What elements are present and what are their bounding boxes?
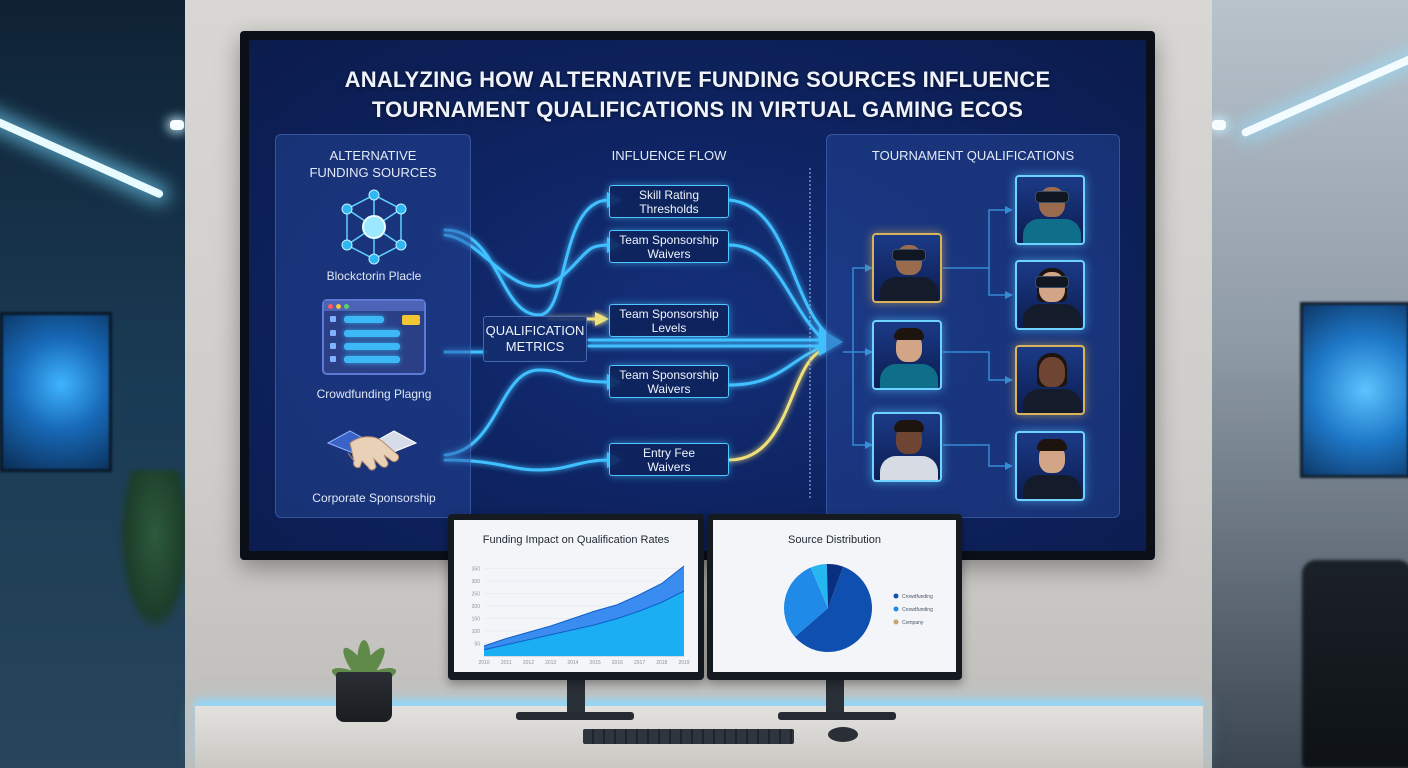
qualification-metrics-node: QUALIFICATION METRICS [483,316,587,362]
left-desk-monitor: Funding Impact on Qualification Rates 35… [448,514,704,680]
influence-box-entry-fee-waivers: Entry Fee Waivers [609,443,729,476]
player-avatar [1015,175,1085,245]
handshake-icon [324,421,420,481]
right-office-background [1212,0,1408,768]
background-wall-screen [1300,302,1408,478]
legend-label: Crowdfunding [902,594,933,600]
background-plant [120,470,185,630]
y-tick-label: 350 [472,567,481,573]
player-avatar [872,320,942,390]
legend-swatch [894,594,899,599]
y-tick-label: 300 [472,579,481,585]
legend-swatch [894,607,899,612]
influence-box-line2: Waivers [619,382,718,396]
left-office-background [0,0,185,768]
x-tick-label: 2016 [612,660,623,666]
ceiling-light-strip [1240,49,1408,138]
x-tick-label: 2012 [523,660,534,666]
monitor-stand-base [778,712,896,720]
browser-window-icon [322,299,426,375]
y-tick-label: 250 [472,592,481,598]
influence-box-line2: Waivers [643,460,695,474]
y-tick-label: 50 [474,642,480,648]
x-tick-label: 2013 [545,660,556,666]
funding-sources-heading-line2: FUNDING SOURCES [276,164,470,181]
ceiling-spotlight [170,120,184,130]
player-avatar [1015,260,1085,330]
wall-display: ANALYZING HOW ALTERNATIVE FUNDING SOURCE… [240,31,1155,560]
legend-label: Crowdfunding [902,607,933,613]
player-avatar [1015,431,1085,501]
blockchain-network-icon [329,187,419,267]
x-tick-label: 2011 [501,660,512,666]
influence-box-team-sponsorship-levels: Team Sponsorship Levels [609,304,729,337]
x-tick-label: 2010 [478,660,489,666]
funding-impact-area-chart: 350 300 250 200 150 100 50 2010 2011 2012 2013 2014… [454,520,698,672]
flow-divider-line [809,168,811,498]
tournament-qualifications-panel: TOURNAMENT QUALIFICATIONS [826,134,1120,518]
qualification-metrics-line1: QUALIFICATION [486,323,585,339]
plant-pot [336,672,392,722]
office-chair [1302,560,1408,768]
qualification-metrics-line2: METRICS [486,339,585,355]
x-tick-label: 2017 [634,660,645,666]
y-tick-label: 100 [472,629,481,635]
x-tick-label: 2014 [567,660,578,666]
mouse [828,727,858,742]
player-avatar [872,412,942,482]
y-tick-label: 150 [472,617,481,623]
tournament-qualifications-heading: TOURNAMENT QUALIFICATIONS [827,147,1119,164]
influence-box-line2: Thresholds [639,202,699,216]
wall-display-screen: ANALYZING HOW ALTERNATIVE FUNDING SOURCE… [249,40,1146,551]
background-wall-screen [0,312,112,472]
influence-box-line1: Team Sponsorship [619,307,718,321]
funding-sources-panel: ALTERNATIVE FUNDING SOURCES Blockctorin … [275,134,471,518]
influence-box-team-sponsorship-waivers-2: Team Sponsorship Waivers [609,365,729,398]
ceiling-spotlight [1212,120,1226,130]
influence-box-line1: Skill Rating [639,188,699,202]
influence-box-line1: Team Sponsorship [619,233,718,247]
funding-sources-heading-line1: ALTERNATIVE [276,147,470,164]
x-tick-label: 2015 [590,660,601,666]
influence-box-team-sponsorship-waivers: Team Sponsorship Waivers [609,230,729,263]
influence-box-skill-rating: Skill Rating Thresholds [609,185,729,218]
ceiling-light-strip [0,110,164,199]
x-tick-label: 2019 [678,660,689,666]
funding-source-label-crowdfunding: Crowdfunding Plagng [276,387,472,401]
funding-source-label-corporate: Corporate Sponsorship [276,491,472,505]
x-tick-label: 2018 [656,660,667,666]
y-tick-label: 200 [472,604,481,610]
player-avatar [872,233,942,303]
legend-swatch [894,620,899,625]
monitor-stand [826,676,844,712]
influence-box-line1: Team Sponsorship [619,368,718,382]
monitor-stand [567,676,585,712]
influence-box-line2: Levels [619,321,718,335]
funding-source-label-blockchain: Blockctorin Placle [276,269,472,283]
legend-label: Company [902,620,924,626]
funding-sources-heading: ALTERNATIVE FUNDING SOURCES [276,147,470,181]
keyboard [583,729,794,744]
player-avatar [1015,345,1085,415]
influence-box-line1: Entry Fee [643,446,695,460]
influence-flow-heading: INFLUENCE FLOW [589,148,749,163]
left-monitor-screen: Funding Impact on Qualification Rates 35… [454,520,698,672]
influence-box-line2: Waivers [619,247,718,261]
monitor-stand-base [516,712,634,720]
